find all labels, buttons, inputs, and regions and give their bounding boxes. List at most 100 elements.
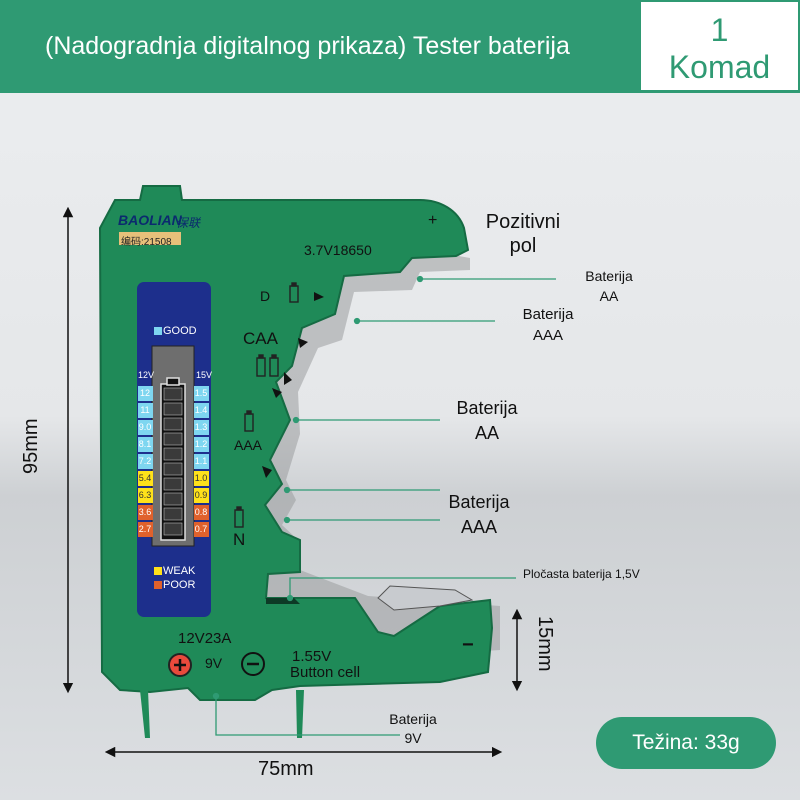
banner-title: (Nadogradnja digitalnog prikaza) Tester … [45,32,570,60]
brand-logo: BAOLIAN [118,212,182,228]
poor-label: POOR [163,579,196,591]
scale-12v-value: 3.6 [138,507,152,517]
scale-band [194,437,209,452]
scale-band [138,454,153,469]
button-battery-label: Pločasta baterija 1,5V [523,567,640,581]
gauge-segment [163,447,183,461]
quantity-unit: Komad [668,49,771,85]
depth-dimension-label: 15mm [534,616,556,672]
slot-arrow-aa1 [284,372,292,385]
good-swatch [154,327,162,335]
header-banner: (Nadogradnja digitalnog prikaza) Tester … [0,0,800,93]
scale-15v-value: 1.2 [194,439,208,449]
right-leg [296,690,304,738]
battery-n-icon [234,506,244,528]
scale-band [138,505,153,520]
scale-15v-value: 0.8 [194,507,208,517]
scale-12v-value: 6.3 [138,490,152,500]
left-leg [140,690,150,738]
bottom-9v-label: 9V [205,655,223,671]
model-code-tag [119,232,181,245]
scale-12v-value: 7.2 [138,456,152,466]
scale-12v-value: 9.0 [138,422,152,432]
scale-15v-value: 1.1 [194,456,208,466]
scale-15v-value: 1.5 [194,388,208,398]
scale-band [138,437,153,452]
gauge-segment [163,522,183,536]
scale-15v-value: 0.7 [194,524,208,534]
slot-caa-label: CAA [243,329,278,348]
gauge-segment [163,387,183,401]
scale-15v-value: 1.3 [194,422,208,432]
scale-band [194,403,209,418]
slot-arrow-caa [298,338,308,348]
model-code: 编码:21508 [121,237,172,248]
gauge-segment [163,432,183,446]
weak-swatch [154,567,162,575]
scale-band [194,420,209,435]
scale-15v-value: 1.0 [194,473,208,483]
scale-15v-value: 0.9 [194,490,208,500]
scale-band [194,522,209,537]
battery-caa-icon [256,354,279,377]
gauge-segment [163,507,183,521]
gauge-segment [163,417,183,431]
quantity-box: 1 Komad [641,2,798,90]
poor-swatch [154,581,162,589]
scale-band [138,471,153,486]
width-dimension-label: 75mm [258,758,314,780]
gauge-segments [163,387,183,536]
height-dimension-label: 95mm [20,418,42,474]
good-label: GOOD [163,325,197,337]
slot-aaa-label: AAA [234,437,263,453]
scale-band [138,403,153,418]
slot-d-label: D [260,288,271,304]
weak-label: WEAK [163,565,196,577]
scale-12v-value: 5.4 [138,473,152,483]
gauge-segment [163,462,183,476]
plus-sign: + [428,212,438,229]
leader-9v [215,696,400,736]
scale-band [138,420,153,435]
bottom-155v-label: 1.55V [292,648,332,665]
bottom-button-cell-label: Button cell [290,664,361,681]
top-slot-label: 3.7V18650 [304,242,372,258]
battery-gauge-tip [166,377,180,386]
scale-12v-value: 12 [139,388,150,398]
brand-logo-cn: 保联 [176,216,201,230]
scale-band [194,471,209,486]
scale-12v-value: 2.7 [138,524,152,534]
scale-12v-value: 11 [140,405,150,415]
gauge-segment [163,477,183,491]
minus-sign: − [462,634,474,656]
col-12v-label: 12V [138,370,155,380]
scale-band [138,386,153,401]
leader-button-cell [289,577,516,598]
gauge-segment [163,492,183,506]
slot-n-label: N [233,530,246,549]
slot-arrow-aaa [262,466,272,478]
button-cell-contact [377,585,474,611]
weight-badge: Težina: 33g [596,717,776,769]
scale-band [194,454,209,469]
gauge-segment [163,402,183,416]
scale-15v-value: 1.4 [194,405,208,415]
scale-band [194,488,209,503]
col-15v-label: 15V [196,370,213,380]
scale-band [194,386,209,401]
slot-arrow-d [314,292,324,301]
scale-band [194,505,209,520]
scale-band [138,522,153,537]
scale-bands [138,386,209,537]
battery-d-icon [289,282,299,303]
button-cell-slot [266,598,300,604]
battery-aaa-icon [244,410,254,432]
scale-12v-value: 8.1 [138,439,152,449]
